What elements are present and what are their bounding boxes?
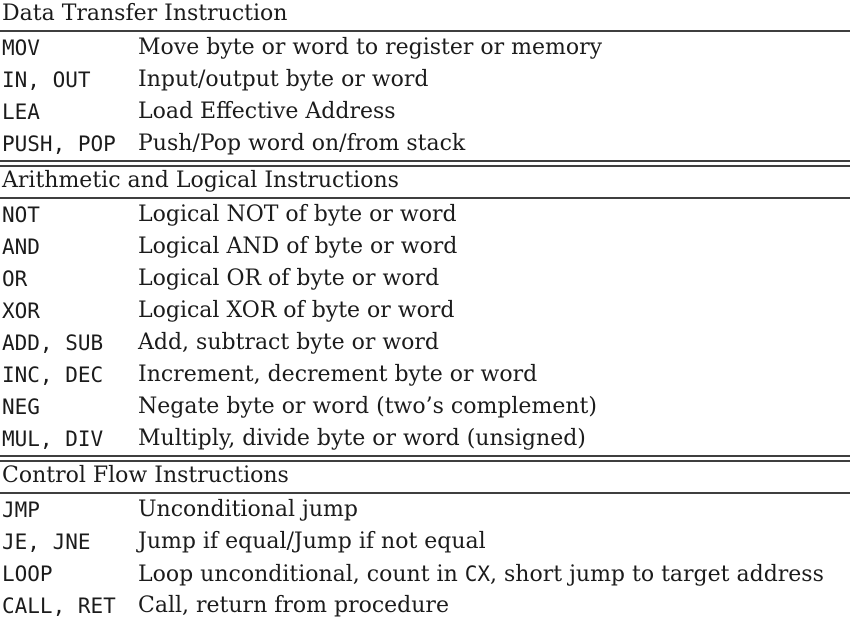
table-row: JMP Unconditional jump [0, 494, 850, 526]
mnemonic-cell: OR [2, 267, 28, 291]
mnemonic-cell: NEG [2, 395, 40, 419]
section-title: Arithmetic and Logical Instructions [0, 167, 850, 199]
description-text: Increment, decrement byte or word [138, 362, 538, 387]
description-cell: Add, subtract byte or word [138, 327, 850, 359]
table-row: CALL, RET Call, return from procedure [0, 590, 850, 619]
description-text: Logical NOT of byte or word [138, 202, 457, 227]
mnemonic-cell: MOV [2, 36, 40, 60]
mnemonic-cell: ADD, SUB [2, 331, 104, 355]
description-cell: Logical XOR of byte or word [138, 295, 850, 327]
description-text: Call, return from procedure [138, 593, 449, 618]
table-row: JE, JNE Jump if equal/Jump if not equal [0, 526, 850, 558]
description-cell: Push/Pop word on/from stack [138, 128, 850, 160]
table-row: AND Logical AND of byte or word [0, 231, 850, 263]
section-rows: MOV Move byte or word to register or mem… [0, 32, 850, 160]
description-cell: Load Effective Address [138, 96, 850, 128]
description-cell: Negate byte or word (two’s complement) [138, 391, 850, 423]
section-divider-rule [0, 455, 850, 462]
mnemonic-cell: MUL, DIV [2, 427, 104, 451]
table-row: OR Logical OR of byte or word [0, 263, 850, 295]
mnemonic-cell: LEA [2, 100, 40, 124]
description-cell: Logical AND of byte or word [138, 231, 850, 263]
table-row: NOT Logical NOT of byte or word [0, 199, 850, 231]
table-row: INC, DEC Increment, decrement byte or wo… [0, 359, 850, 391]
inline-code: CX [464, 562, 491, 586]
description-text: Logical OR of byte or word [138, 266, 440, 291]
table-row: ADD, SUB Add, subtract byte or word [0, 327, 850, 359]
description-cell: Unconditional jump [138, 494, 850, 526]
mnemonic-cell: AND [2, 235, 40, 259]
description-text: Push/Pop word on/from stack [138, 131, 466, 156]
section-rows: NOT Logical NOT of byte or word AND Logi… [0, 199, 850, 455]
description-cell: Jump if equal/Jump if not equal [138, 526, 850, 558]
mnemonic-cell: IN, OUT [2, 68, 91, 92]
description-text: Add, subtract byte or word [138, 330, 440, 355]
table-row: LEA Load Effective Address [0, 96, 850, 128]
description-cell: Move byte or word to register or memory [138, 32, 850, 64]
mnemonic-cell: NOT [2, 203, 40, 227]
table-row: XOR Logical XOR of byte or word [0, 295, 850, 327]
description-cell: Call, return from procedure [138, 590, 850, 619]
description-text: Negate byte or word (two’s complement) [138, 394, 597, 419]
instruction-section: Data Transfer Instruction MOV Move byte … [0, 0, 850, 160]
description-cell: Logical NOT of byte or word [138, 199, 850, 231]
description-text: Load Effective Address [138, 99, 396, 124]
mnemonic-cell: XOR [2, 299, 40, 323]
instruction-section: Arithmetic and Logical Instructions NOT … [0, 160, 850, 455]
table-row: MUL, DIV Multiply, divide byte or word (… [0, 423, 850, 455]
description-cell: Loop unconditional, count in CX, short j… [138, 558, 850, 591]
description-cell: Increment, decrement byte or word [138, 359, 850, 391]
description-text: Unconditional jump [138, 497, 358, 522]
table-row: MOV Move byte or word to register or mem… [0, 32, 850, 64]
description-cell: Input/output byte or word [138, 64, 850, 96]
description-text: Logical XOR of byte or word [138, 298, 455, 323]
table-row: LOOP Loop unconditional, count in CX, sh… [0, 558, 850, 590]
instruction-section: Control Flow Instructions JMP Unconditio… [0, 455, 850, 619]
table-row: PUSH, POP Push/Pop word on/from stack [0, 128, 850, 160]
description-text: Loop unconditional, count in [138, 562, 465, 587]
mnemonic-cell: JE, JNE [2, 530, 91, 554]
mnemonic-cell: INC, DEC [2, 363, 104, 387]
section-rows: JMP Unconditional jump JE, JNE Jump if e… [0, 494, 850, 619]
mnemonic-cell: JMP [2, 498, 40, 522]
mnemonic-cell: LOOP [2, 562, 53, 586]
section-divider-rule [0, 160, 850, 167]
mnemonic-cell: CALL, RET [2, 594, 116, 618]
table-row: NEG Negate byte or word (two’s complemen… [0, 391, 850, 423]
section-title: Data Transfer Instruction [0, 0, 850, 32]
description-text: Move byte or word to register or memory [138, 35, 603, 60]
table-row: IN, OUT Input/output byte or word [0, 64, 850, 96]
description-text: , short jump to target address [490, 562, 824, 587]
description-text: Logical AND of byte or word [138, 234, 458, 259]
mnemonic-cell: PUSH, POP [2, 132, 116, 156]
description-cell: Logical OR of byte or word [138, 263, 850, 295]
section-title: Control Flow Instructions [0, 462, 850, 494]
description-text: Jump if equal/Jump if not equal [138, 529, 486, 554]
description-cell: Multiply, divide byte or word (unsigned) [138, 423, 850, 455]
description-text: Multiply, divide byte or word (unsigned) [138, 426, 586, 451]
description-text: Input/output byte or word [138, 67, 429, 92]
